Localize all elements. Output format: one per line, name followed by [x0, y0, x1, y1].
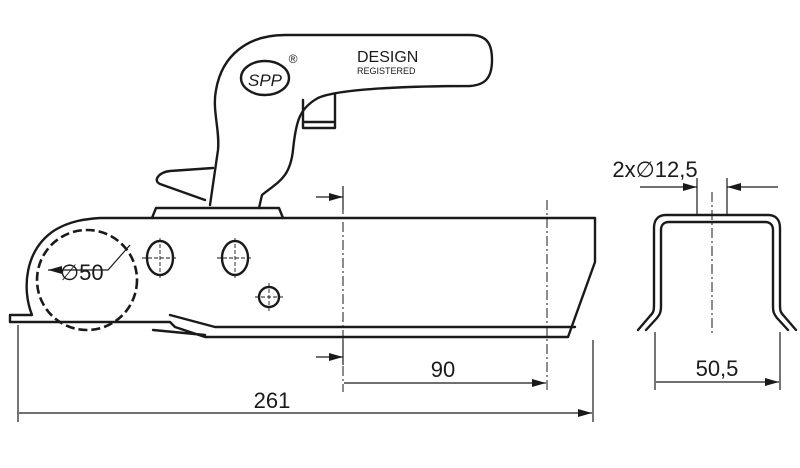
- body-lower-edge: [168, 313, 577, 329]
- profile-inner: [644, 220, 790, 332]
- spp-logo: [239, 59, 291, 97]
- profile-outer: [636, 213, 798, 332]
- handle-lug: [301, 92, 337, 130]
- hole-3: [255, 283, 283, 311]
- plate-tip: [151, 328, 207, 337]
- spp-logo-text: SPP: [248, 71, 283, 90]
- ball-diameter-circle: [35, 228, 139, 332]
- registered-label: REGISTERED: [357, 66, 416, 76]
- latch: [155, 166, 215, 202]
- handle-outline: [208, 33, 494, 210]
- registered-mark: ®: [289, 52, 298, 66]
- dim-261-label: 261: [254, 388, 291, 413]
- base-plate: [150, 206, 285, 220]
- ball-diameter-label: ∅50: [60, 260, 104, 285]
- hole-2: [217, 238, 253, 278]
- body-outline: [8, 216, 597, 339]
- dim-90-label: 90: [431, 357, 455, 382]
- holes-label: 2x∅12,5: [612, 157, 697, 182]
- hole-1: [142, 238, 178, 278]
- profile-width-label: 50,5: [696, 356, 739, 381]
- design-label: DESIGN: [357, 49, 418, 66]
- ball-dim-leader: [48, 244, 131, 274]
